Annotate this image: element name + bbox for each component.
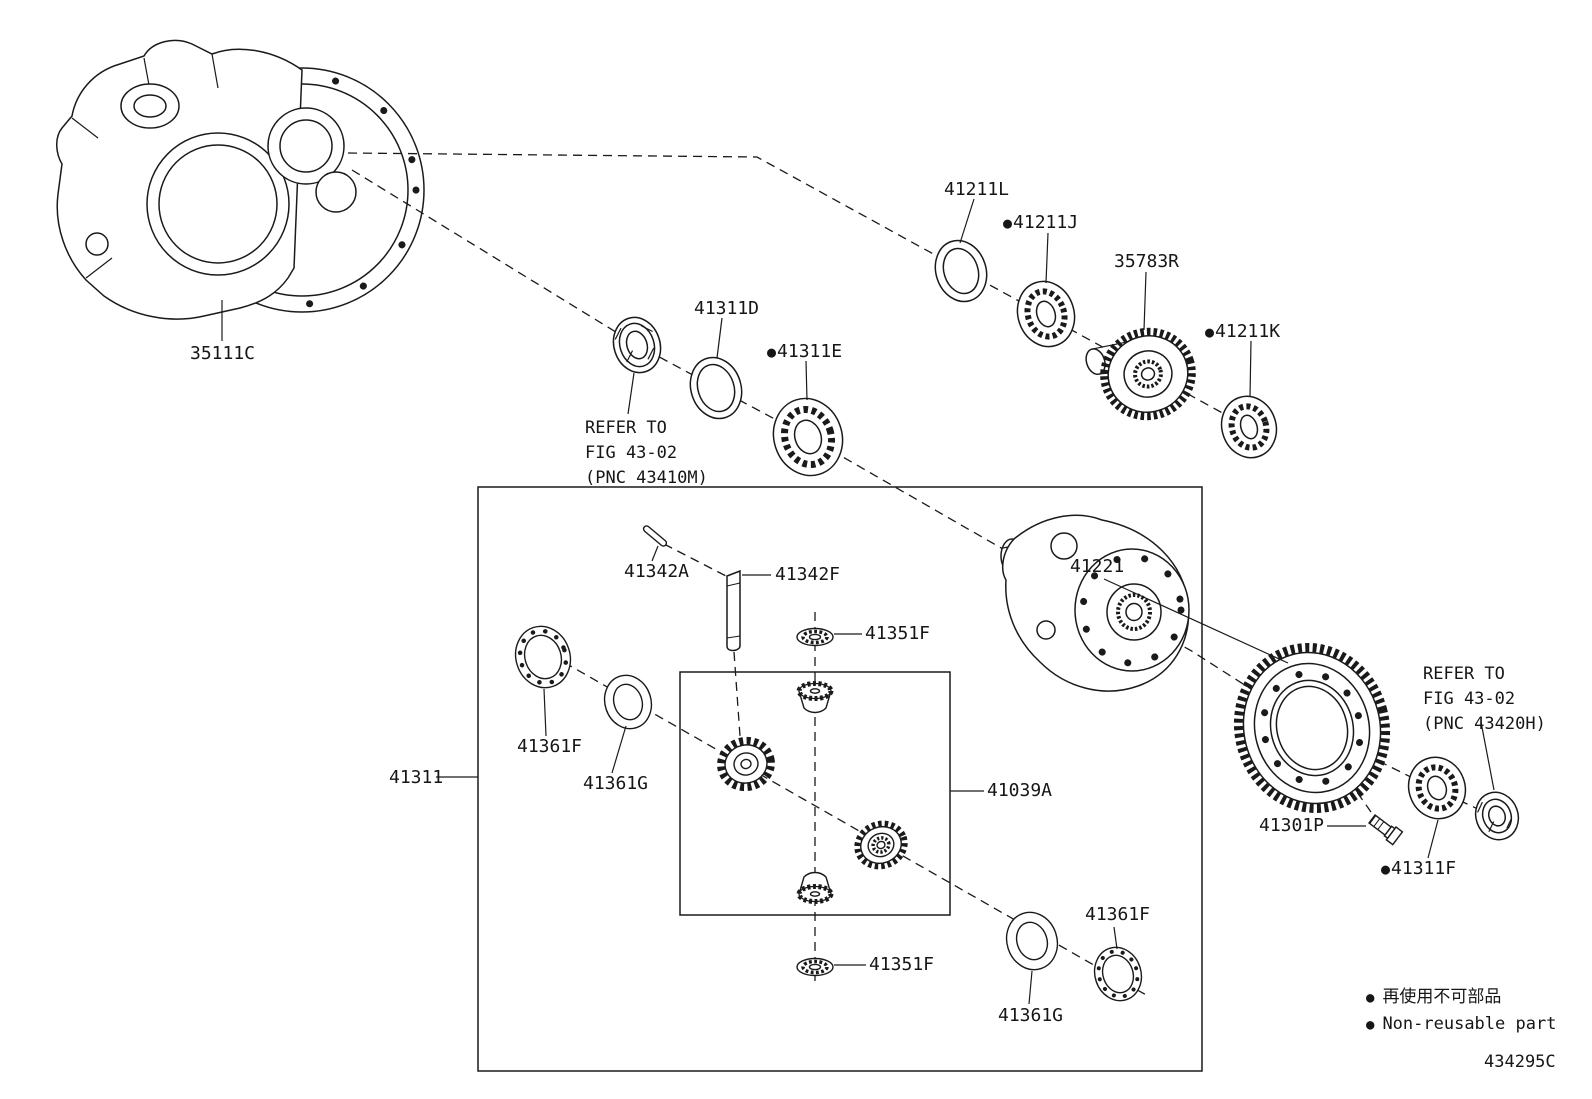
non-reusable-dot: ●: [1003, 214, 1013, 232]
pinion-shaft-41342F-drawing: [726, 569, 741, 652]
washer-41361F-left-drawing: [514, 625, 572, 689]
washer-41361G-left-drawing: [603, 674, 653, 730]
refer-note-line: (PNC 43420H): [1423, 714, 1546, 734]
part-number: 41361F: [1085, 904, 1151, 925]
part-number: 41039A: [987, 780, 1053, 801]
oil-seal-41311F-drawing: [1474, 791, 1520, 841]
part-label-35111C: 35111C: [190, 344, 255, 364]
refer-note-43420H: REFER TO FIG 43-02 (PNC 43420H): [1423, 662, 1546, 737]
part-number: 41361G: [583, 773, 649, 794]
legend: ● 再使用不可部品 ● Non-reusable part: [1366, 984, 1556, 1038]
part-label-41361G-right: 41361G: [998, 1006, 1063, 1026]
part-label-41039A: 41039A: [987, 781, 1052, 801]
part-label-35783R: 35783R: [1114, 252, 1179, 272]
part-label-41311E: ●41311E: [767, 342, 842, 362]
leader-lines: [221, 198, 1495, 1005]
refer-note-line: FIG 43-02: [585, 443, 678, 463]
part-number: 41361F: [517, 736, 583, 757]
part-number: 41211J: [1013, 212, 1079, 233]
part-number: 41301P: [1259, 815, 1325, 836]
refer-note-43410M: REFER TO FIG 43-02 (PNC 43410M): [585, 416, 708, 491]
washer-41361G-right-drawing: [1005, 911, 1059, 971]
pin-41342A-drawing: [642, 525, 668, 547]
legend-row-jp: ● 再使用不可部品: [1366, 984, 1556, 1011]
spider-gear-top-drawing: [796, 681, 834, 714]
outer-assembly-box: [477, 486, 1203, 1072]
bearing-41211J-drawing: [1016, 280, 1076, 348]
part-number: 41342F: [775, 564, 841, 585]
bearing-41311E-drawing: [772, 397, 844, 477]
part-label-41211J: ●41211J: [1003, 213, 1078, 233]
part-number: 35111C: [190, 343, 256, 364]
oil-seal-43410M-drawing: [612, 316, 662, 374]
transaxle-case-drawing: [56, 39, 425, 320]
inner-assembly-box: [679, 671, 951, 916]
part-number: 41361G: [998, 1005, 1064, 1026]
non-reusable-dot: ●: [1381, 860, 1391, 878]
refer-note-line: REFER TO: [1423, 664, 1505, 684]
figure-code: 434295C: [1484, 1052, 1556, 1072]
part-number: 41211K: [1215, 321, 1281, 342]
legend-text-jp: 再使用不可部品: [1382, 987, 1502, 1007]
part-number: 41211L: [944, 179, 1010, 200]
part-label-41342A: 41342A: [624, 562, 689, 582]
side-gear-drawing: [854, 820, 908, 870]
part-number: 41311F: [1391, 858, 1457, 879]
refer-note-line: (PNC 43410M): [585, 468, 708, 488]
spider-gear-bottom-drawing: [796, 871, 834, 904]
part-label-41361F-left: 41361F: [517, 737, 582, 757]
part-label-41211L: 41211L: [944, 180, 1009, 200]
part-number: 41311E: [777, 341, 843, 362]
ring-41211L-drawing: [934, 239, 988, 303]
ring-41311D-drawing: [689, 356, 743, 420]
drive-pinion-35783R-drawing: [1085, 327, 1196, 421]
part-number: 41221: [1070, 556, 1125, 577]
refer-note-line: REFER TO: [585, 418, 667, 438]
differential-pinion-gear-drawing: [717, 736, 775, 792]
part-number: 41342A: [624, 561, 690, 582]
part-number: 41311D: [694, 298, 760, 319]
part-label-41211K: ●41211K: [1205, 322, 1280, 342]
part-label-41301P: 41301P: [1259, 816, 1324, 836]
part-label-41221: 41221: [1070, 557, 1124, 577]
bearing-43420H-drawing: [1407, 756, 1467, 820]
part-label-41361F-right: 41361F: [1085, 905, 1150, 925]
part-number: 41351F: [865, 623, 931, 644]
bolt-41301P-drawing: [1368, 813, 1404, 846]
non-reusable-dot: ●: [767, 343, 777, 361]
part-number: 35783R: [1114, 251, 1180, 272]
thrust-washer-41351F-top-drawing: [796, 627, 834, 647]
construction-lines: [347, 152, 1507, 997]
washer-41361F-right-drawing: [1093, 946, 1143, 1002]
assembly-boxes: [477, 486, 1203, 1072]
part-number: 41351F: [869, 954, 935, 975]
part-label-41351F-bottom: 41351F: [869, 955, 934, 975]
part-label-41361G-left: 41361G: [583, 774, 648, 794]
part-label-41342F: 41342F: [775, 565, 840, 585]
part-number: 41311: [389, 767, 444, 788]
bearing-41211K-drawing: [1220, 395, 1278, 459]
part-label-41311D: 41311D: [694, 299, 759, 319]
part-label-41351F-top: 41351F: [865, 624, 930, 644]
non-reusable-dot: ●: [1366, 990, 1375, 1006]
non-reusable-dot: ●: [1366, 1017, 1375, 1033]
thrust-washer-41351F-bottom-drawing: [796, 957, 834, 977]
ring-gear-41221-drawing: [1233, 643, 1391, 813]
legend-row-en: ● Non-reusable part: [1366, 1011, 1556, 1038]
non-reusable-dot: ●: [1205, 323, 1215, 341]
part-label-41311F: ●41311F: [1381, 859, 1456, 879]
part-label-41311: 41311: [389, 768, 443, 788]
differential-case-drawing: [1000, 514, 1190, 692]
refer-note-line: FIG 43-02: [1423, 689, 1516, 709]
legend-text-en: Non-reusable part: [1382, 1014, 1557, 1034]
